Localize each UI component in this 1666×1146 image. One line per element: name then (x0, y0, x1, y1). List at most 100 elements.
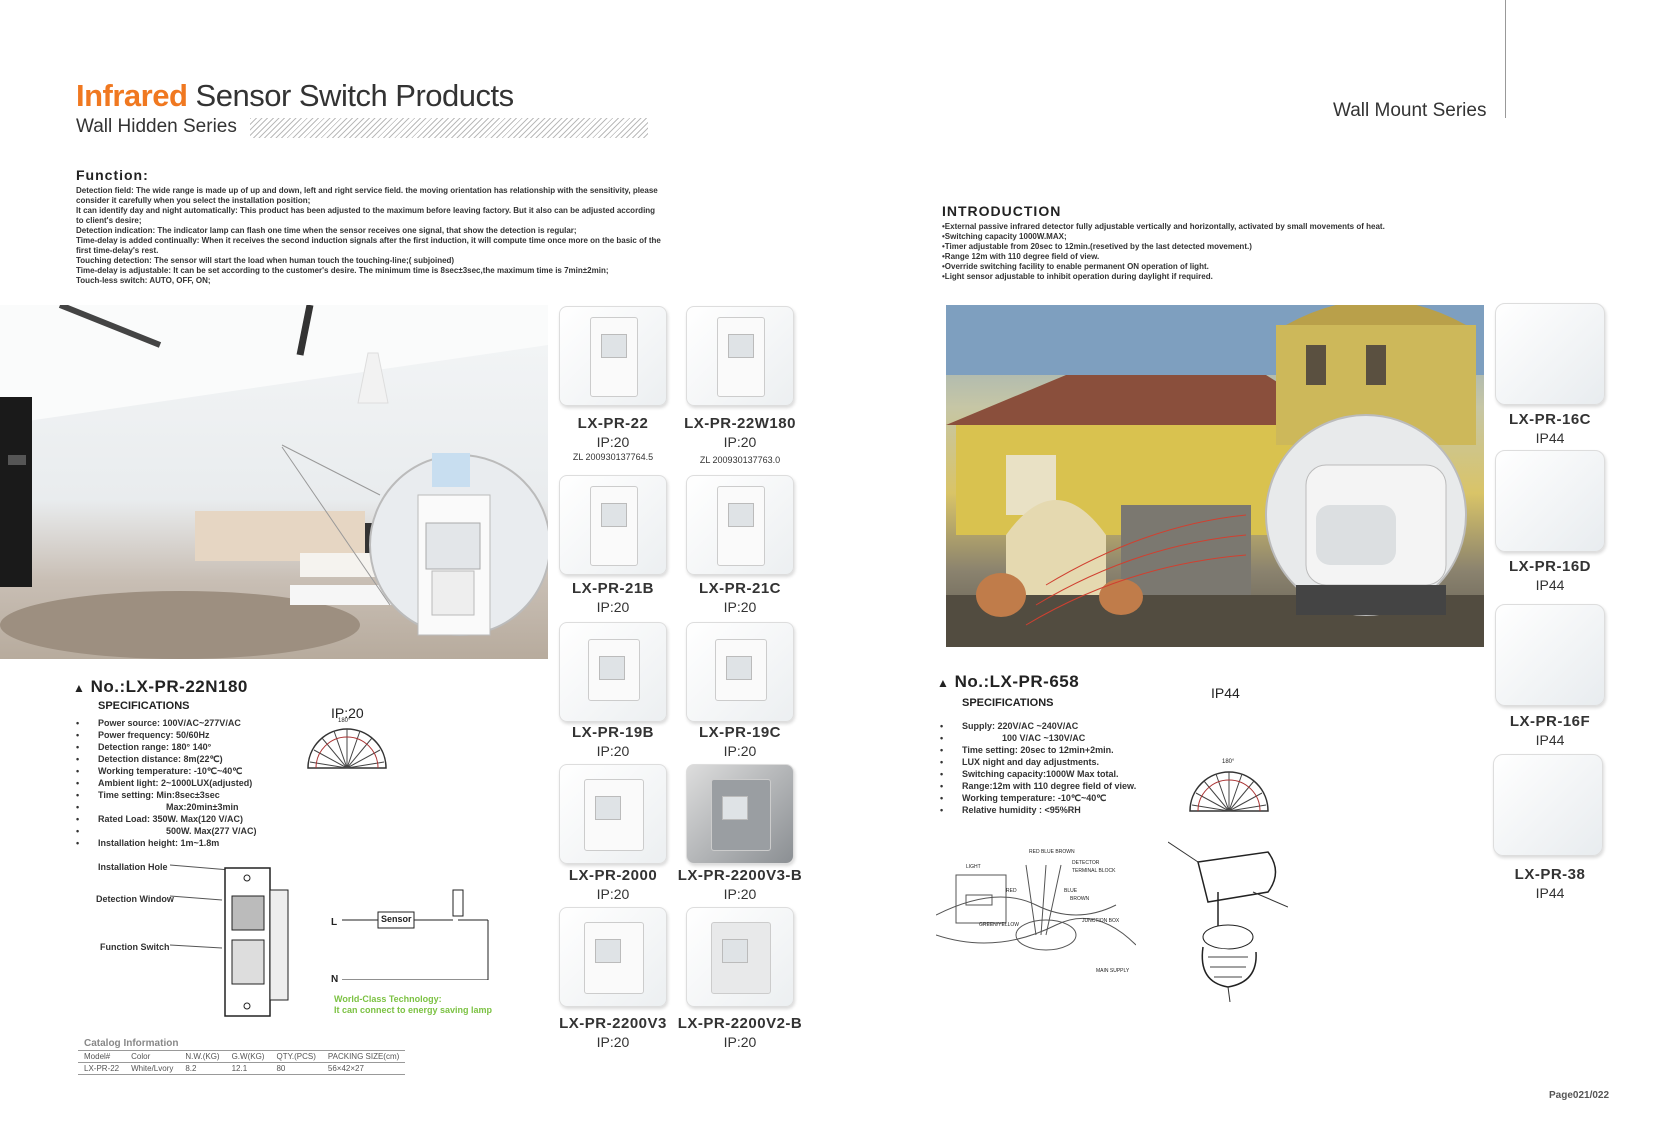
label-function-switch: Function Switch (100, 942, 170, 952)
product-model: LX-PR-2200V3 (559, 1015, 667, 1032)
product-model: LX-PR-19C (698, 724, 781, 741)
right-spec-model: ▲ No.:LX-PR-658 (937, 672, 1079, 692)
right-series-title: Wall Mount Series (1333, 100, 1487, 121)
product-model: LX-PR-16C (1508, 411, 1591, 428)
function-line: Detection indication: The indicator lamp… (76, 226, 577, 235)
spec-item: Switching capacity:1000W Max total. (940, 768, 1200, 780)
detection-fan-right (1188, 765, 1270, 813)
product-thumb-lx-pr-21c (686, 475, 794, 575)
product-model: LX-PR-2000 (568, 867, 658, 884)
spec-item: Relative humidity : <95%RH (940, 804, 1200, 816)
spec-item: Working temperature: -10℃~40℃ (940, 792, 1200, 804)
spec-item: Detection distance: 8m(22℃) (76, 753, 336, 765)
product-thumb-lx-pr-19b (559, 622, 667, 722)
intro-line: •Switching capacity 1000W.MAX; (942, 232, 1067, 241)
product-thumb-lx-pr-38 (1493, 754, 1603, 856)
function-text: Detection field: The wide range is made … (76, 186, 766, 286)
product-thumb-lx-pr-22w180 (686, 306, 794, 406)
spec-item: Supply: 220V/AC ~240V/AC (940, 720, 1200, 732)
product-thumb-lx-pr-16c (1495, 303, 1605, 405)
wiring-green-yellow: GREEN/YELLOW (979, 922, 1020, 928)
spec-item: 500W. Max(277 V/AC) (76, 825, 336, 837)
product-patent: ZL 200930137763.0 (699, 455, 781, 465)
left-spec-list: Power source: 100V/AC~277V/AC Power freq… (76, 717, 336, 849)
wiring-diagram (935, 845, 1137, 975)
tech-note-line: It can connect to energy saving lamp (334, 1005, 493, 1015)
room-photo (0, 305, 548, 659)
spec-item: Power source: 100V/AC~277V/AC (76, 717, 336, 729)
product-ip: IP:20 (723, 886, 757, 902)
subtitle-hatch (250, 118, 648, 138)
catalog-heading: Catalog Information (84, 1038, 179, 1049)
label-detection-window: Detection Window (96, 894, 174, 904)
function-line: Detection field: The wide range is made … (76, 186, 658, 195)
product-ip: IP44 (1535, 732, 1565, 748)
circuit-l: L (331, 917, 338, 928)
function-heading: Function: (76, 167, 149, 183)
catalog-header-row: Model# Color N.W.(KG) G.W(KG) QTY.(PCS) … (78, 1050, 406, 1063)
product-ip: IP:20 (723, 599, 757, 615)
intro-line: •Range 12m with 110 degree field of view… (942, 252, 1100, 261)
wiring-drawing (935, 864, 1137, 951)
catalog-header: G.W(KG) (225, 1050, 271, 1063)
product-model: LX-PR-16F (1509, 713, 1591, 730)
product-model: LX-PR-38 (1514, 866, 1586, 883)
catalog-cell: 56×42×27 (321, 1062, 406, 1075)
spec-item: 100 V/AC ~130V/AC (940, 732, 1200, 744)
function-line: Touching detection: The sensor will star… (76, 256, 455, 265)
circuit-diagram (328, 880, 503, 981)
circuit-drawing (342, 889, 489, 981)
spec-item: Time setting: 20sec to 12min+2min. (940, 744, 1200, 756)
product-ip: IP44 (1535, 577, 1565, 593)
product-ip: IP:20 (596, 743, 630, 759)
tech-note: World-Class Technology: It can connect t… (334, 994, 492, 1016)
room-illustration (0, 305, 548, 659)
circuit-sensor: Sensor (381, 914, 412, 924)
wiring-terminal-block: TERMINAL BLOCK (1072, 868, 1116, 874)
catalog-data-row: LX-PR-22 White/Lvory 8.2 12.1 80 56×42×2… (78, 1062, 406, 1075)
product-model: LX-PR-2200V2-B (677, 1015, 803, 1032)
product-ip: IP:20 (596, 1034, 630, 1050)
right-spec-heading: SPECIFICATIONS (962, 697, 1054, 709)
introduction-heading: INTRODUCTION (942, 203, 1062, 219)
switch-diagram-drawing (169, 864, 289, 1017)
right-spec-model-text: No.:LX-PR-658 (954, 672, 1080, 691)
introduction-text: •External passive infrared detector full… (942, 222, 1502, 282)
house-illustration (946, 305, 1484, 647)
product-ip: IP:20 (596, 599, 630, 615)
left-spec-model: ▲ No.:LX-PR-22N180 (73, 677, 248, 697)
product-thumb-lx-pr-19c (686, 622, 794, 722)
catalog-header: Model# (78, 1050, 126, 1063)
product-ip: IP:20 (723, 1034, 757, 1050)
product-thumb-lx-pr-21b (559, 475, 667, 575)
product-thumb-lx-pr-22 (559, 306, 667, 406)
product-thumb-lx-pr-2000 (559, 764, 667, 864)
wiring-red: RED (1006, 888, 1017, 894)
product-patent: ZL 200930137764.5 (572, 452, 654, 462)
product-thumb-lx-pr-2200v3-b (686, 764, 794, 864)
spec-item: Ambient light: 2~1000LUX(adjusted) (76, 777, 336, 789)
spec-item: LUX night and day adjustments. (940, 756, 1200, 768)
house-photo (946, 305, 1484, 647)
product-model: LX-PR-22W180 (684, 415, 796, 432)
product-ip: IP44 (1535, 885, 1565, 901)
spec-item: Max:20min±3min (76, 801, 336, 813)
catalog-cell: 8.2 (179, 1062, 226, 1075)
page-subtitle: Wall Hidden Series (76, 116, 237, 137)
product-model: LX-PR-2200V3-B (677, 867, 803, 884)
product-ip: IP:20 (723, 434, 757, 450)
fan-angle-left: 180° (338, 718, 351, 724)
product-thumb-lx-pr-16d (1495, 450, 1605, 552)
function-line: Time-delay is added continually: When it… (76, 236, 661, 245)
left-spec-model-text: No.:LX-PR-22N180 (90, 677, 248, 696)
spec-item: Range:12m with 110 degree field of view. (940, 780, 1200, 792)
catalog-table: Model# Color N.W.(KG) G.W(KG) QTY.(PCS) … (78, 1050, 406, 1075)
wiring-main-supply: MAIN SUPPLY (1096, 968, 1130, 974)
right-spec-ip: IP44 (1211, 685, 1240, 701)
catalog-header: QTY.(PCS) (270, 1050, 322, 1063)
sensor-mount-drawing (1167, 832, 1289, 1003)
triangle-icon: ▲ (937, 676, 950, 690)
circuit-n: N (331, 974, 339, 985)
catalog-header: Color (125, 1050, 180, 1063)
triangle-icon: ▲ (73, 681, 86, 695)
